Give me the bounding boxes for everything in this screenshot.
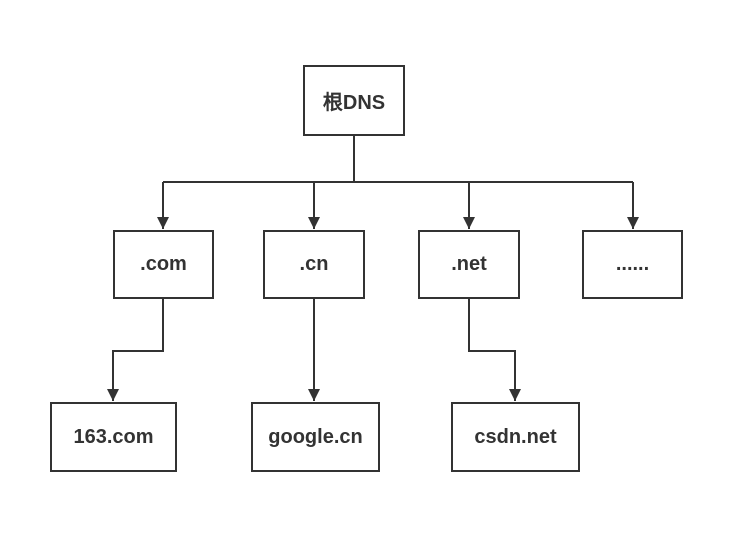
tld-net-node: .net xyxy=(418,230,520,299)
domain-googlecn-node: google.cn xyxy=(251,402,380,472)
tld-ellipsis-node: ...... xyxy=(582,230,683,299)
domain-163com-node: 163.com xyxy=(50,402,177,472)
edge-net-to-csdnnet xyxy=(468,299,521,401)
tld-com-node: .com xyxy=(113,230,214,299)
root-dns-node: 根DNS xyxy=(303,65,405,136)
tld-cn-node: .cn xyxy=(263,230,365,299)
edge-com-to-163com xyxy=(107,299,164,401)
domain-csdnnet-node: csdn.net xyxy=(451,402,580,472)
